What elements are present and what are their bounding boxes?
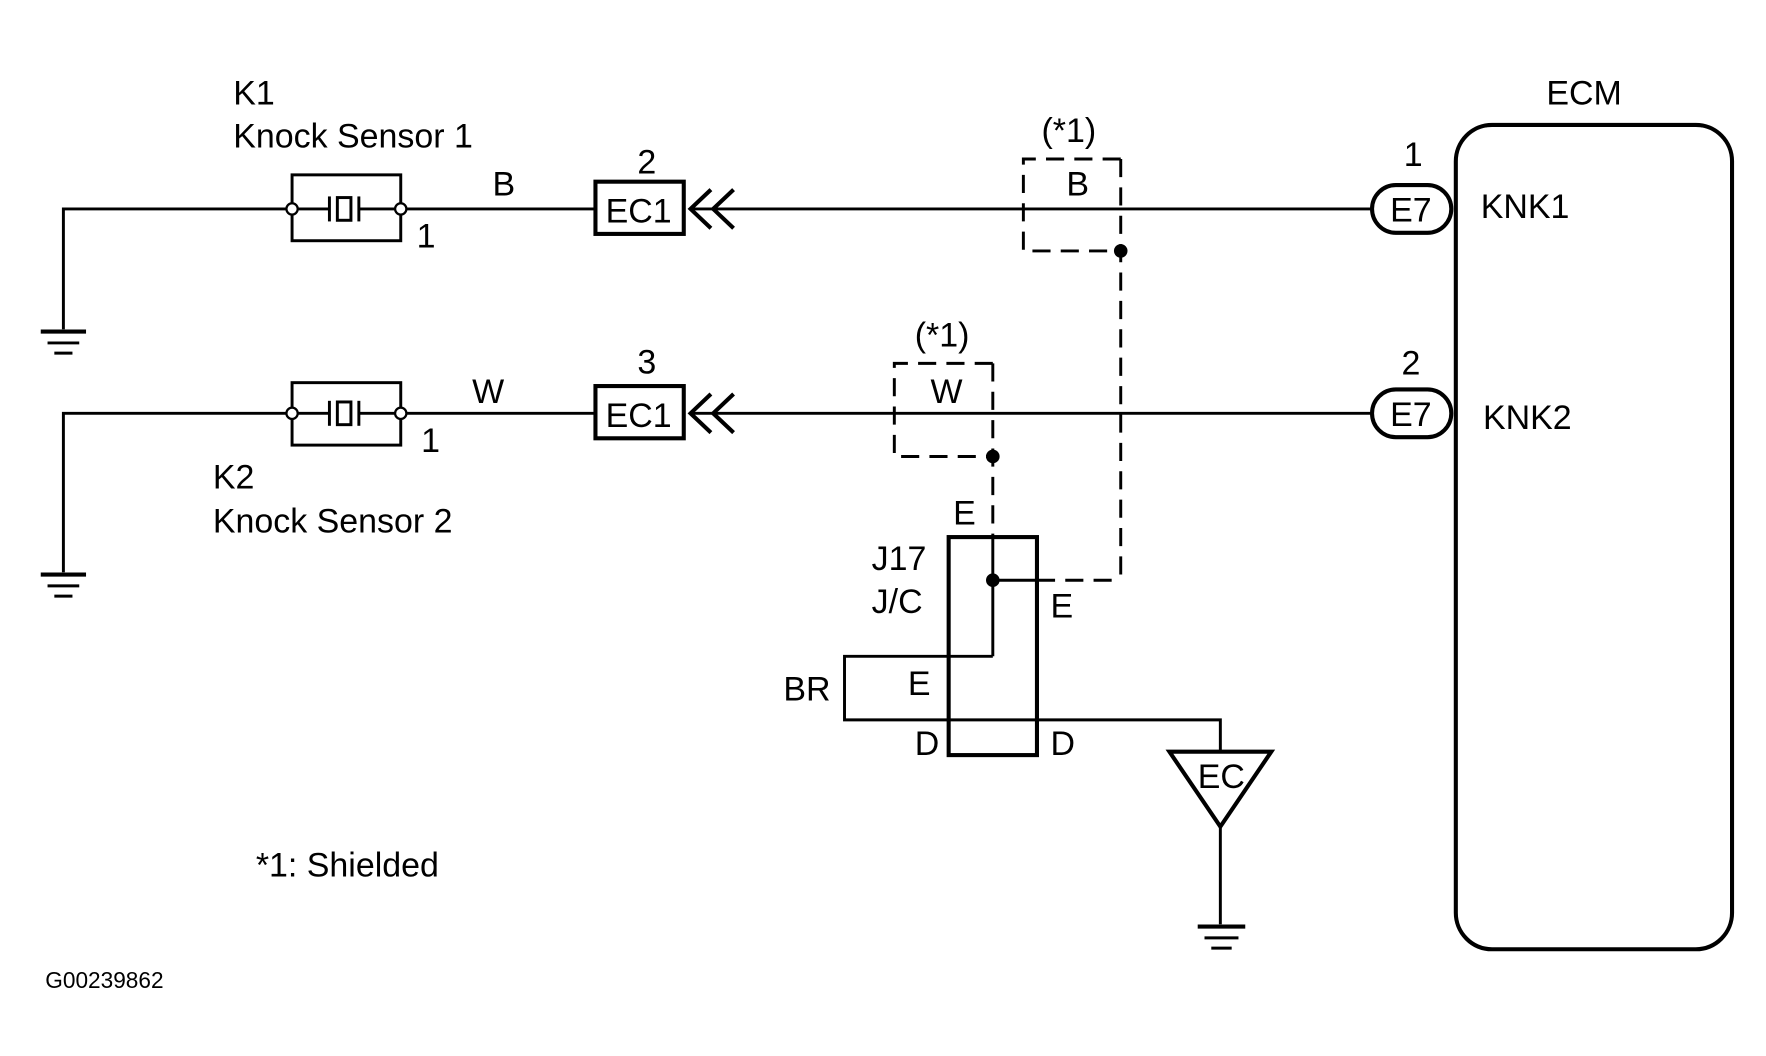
shield-1-label: (*1) [1041, 112, 1096, 150]
knock-sensor-1-circuit: K1 Knock Sensor 1 1 B 2 EC1 (*1) [40, 74, 1373, 582]
sensor-1-name: Knock Sensor 1 [233, 118, 473, 156]
sensor-2-ground-wire [61, 411, 293, 573]
j17-type: J/C [872, 583, 923, 621]
ground-icon [40, 572, 87, 598]
ecm-label: ECM [1546, 74, 1621, 112]
j17-terminal-bottom-right: D [1051, 725, 1076, 763]
shield-1-outline [1021, 157, 1121, 253]
ec1-connector-2 [593, 384, 686, 441]
ecm-pin-2-connector-label: E7 [1390, 396, 1432, 434]
sensor-1-code: K1 [233, 74, 275, 112]
j17-wire-color: BR [783, 671, 830, 709]
ec1-connector-1 [593, 179, 686, 236]
knock-sensor-2-symbol [285, 381, 408, 447]
sensor-1-ground-wire [61, 207, 293, 330]
ground-point-label: EC [1198, 758, 1245, 796]
sensor-1-wire-color: B [492, 165, 515, 203]
ecm-pin-2-number: 2 [1401, 345, 1420, 383]
footnote: *1: Shielded [256, 847, 439, 885]
ecm-pin-1-connector [1370, 183, 1454, 235]
j17-br-wire [843, 654, 1222, 752]
shield-2-label: (*1) [915, 316, 970, 354]
j17-terminal-inner: E [908, 665, 931, 703]
ecm-body [1453, 122, 1735, 952]
sensor-1-pin: 1 [417, 217, 436, 255]
knock-sensor-1-symbol [285, 173, 408, 243]
ground-icon [40, 329, 87, 355]
ecm-pin-2-connector [1370, 387, 1454, 440]
ec1-pin-2: 2 [637, 144, 656, 182]
ground-icon [1197, 924, 1246, 950]
ecm-module: ECM 1 E7 KNK1 2 E7 KNK2 [1370, 74, 1735, 952]
ecm-terminal-knk2: KNK2 [1483, 399, 1572, 437]
ecm-pin-1-connector-label: E7 [1390, 191, 1432, 229]
ecm-pin-1-number: 1 [1404, 136, 1423, 174]
sensor-2-name: Knock Sensor 2 [213, 502, 453, 540]
j17-terminal-bottom-left: D [915, 725, 940, 763]
shield-2-junction-dot [986, 449, 1000, 464]
j17-terminal-right: E [1051, 588, 1074, 626]
sensor-2-pin: 1 [421, 422, 440, 460]
ec1-label-1: EC1 [606, 193, 672, 231]
j17-terminal-top: E [953, 495, 976, 533]
shield-1-junction-dot [1113, 244, 1128, 258]
sensor-2-wire-color: W [472, 373, 504, 411]
j17-code: J17 [872, 540, 927, 578]
ground-point-triangle [1165, 749, 1276, 831]
ecm-terminal-knk1: KNK1 [1481, 188, 1570, 226]
ground-point-ec: EC [1165, 749, 1276, 950]
ec1-pin-3: 3 [637, 344, 656, 382]
shield-1-wire: B [1066, 165, 1089, 203]
sensor-2-code: K2 [213, 458, 255, 496]
knock-sensor-2-circuit: 1 K2 Knock Sensor 2 W 3 EC1 (*1) W [40, 316, 1373, 598]
diagram-id: G00239862 [45, 967, 163, 993]
ec1-label-2: EC1 [606, 397, 672, 435]
shield-2-outline [892, 361, 993, 458]
junction-connector-j17: E J17 J/C E E BR D D [783, 495, 1222, 763]
shield-2-wire: W [931, 373, 963, 411]
